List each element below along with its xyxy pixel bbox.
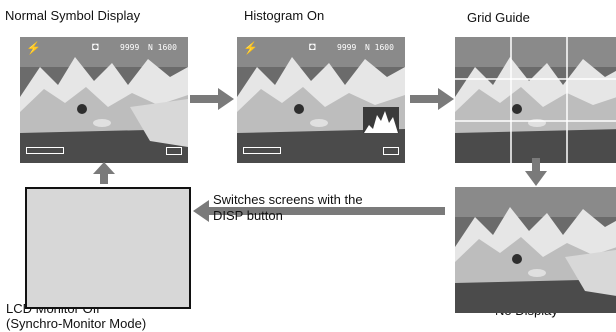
flash-off-icon: ⚡ bbox=[243, 41, 258, 55]
arrow-right-2 bbox=[410, 88, 454, 110]
battery-icon bbox=[166, 147, 182, 155]
arrow-left-long bbox=[193, 200, 445, 222]
flash-off-icon: ⚡ bbox=[26, 41, 41, 55]
arrow-down-shape bbox=[525, 158, 547, 186]
arrow-right-2-shape bbox=[410, 88, 454, 110]
battery-icon bbox=[383, 147, 399, 155]
arrow-up bbox=[93, 162, 115, 184]
screen-lcd-monitor-off bbox=[25, 187, 191, 309]
exposure-scale-icon bbox=[26, 147, 64, 154]
arrow-up-shape bbox=[93, 162, 115, 184]
arrow-left-long-shape bbox=[193, 200, 445, 222]
histogram-graph bbox=[363, 107, 399, 133]
disp-button-caption: Switches screens with the DISP button bbox=[213, 192, 363, 223]
label-normal-symbol-display: Normal Symbol Display bbox=[5, 8, 141, 23]
exposure-scale-icon bbox=[243, 147, 281, 154]
label-histogram-on: Histogram On bbox=[244, 8, 325, 23]
screen-normal-symbol-display: ⚡ ◘ 9999 N 1600 bbox=[20, 37, 188, 163]
arrow-right-1-shape bbox=[190, 88, 234, 110]
label-grid-guide: Grid Guide bbox=[467, 10, 530, 25]
image-size: N 1600 bbox=[365, 43, 394, 52]
screen-histogram-on: ⚡ ◘ 9999 N 1600 bbox=[237, 37, 405, 163]
camera-mode-icon: ◘ bbox=[92, 41, 99, 53]
grid-lines bbox=[455, 37, 616, 163]
shot-count: 9999 bbox=[337, 43, 357, 52]
arrow-right-1 bbox=[190, 88, 234, 110]
arrow-down bbox=[525, 158, 547, 186]
shot-count: 9999 bbox=[120, 43, 140, 52]
camera-mode-icon: ◘ bbox=[309, 41, 316, 53]
image-size: N 1600 bbox=[148, 43, 177, 52]
screen-no-display bbox=[455, 187, 616, 313]
screen-grid-guide bbox=[455, 37, 616, 163]
